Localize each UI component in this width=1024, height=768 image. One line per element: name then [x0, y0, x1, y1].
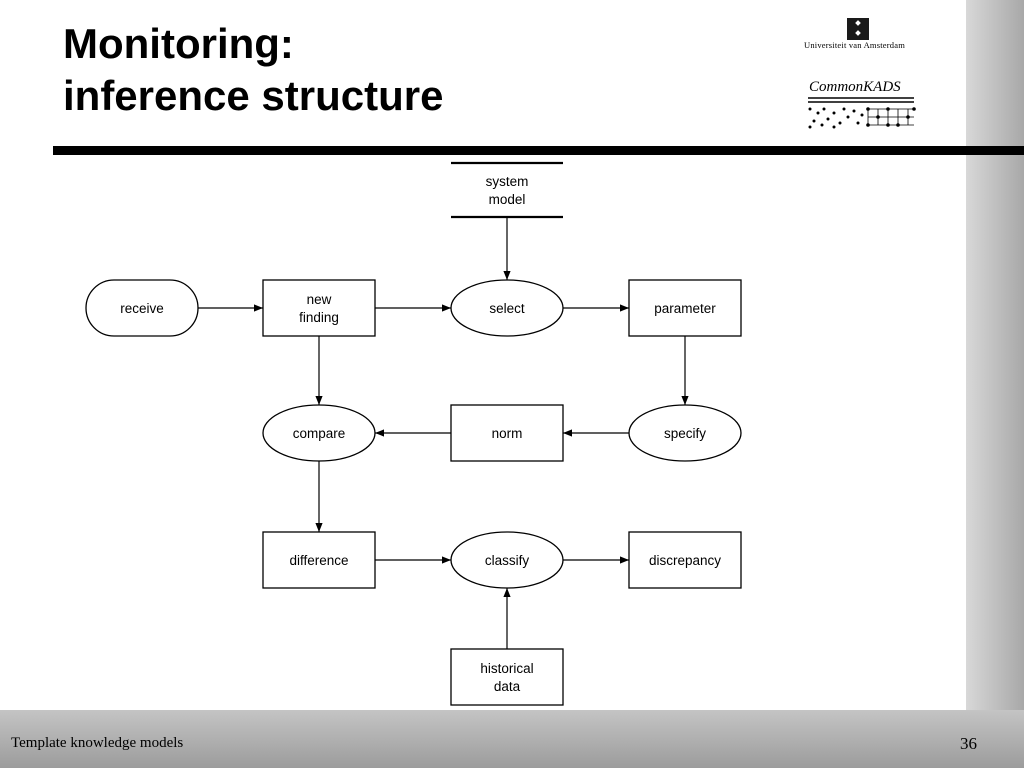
node-parameter: parameter — [628, 279, 742, 337]
node-system-model-label: system — [486, 174, 529, 189]
node-difference-label: difference — [289, 553, 348, 568]
node-select: select — [450, 279, 564, 337]
node-receive-label: receive — [120, 301, 164, 316]
footer-bar — [0, 710, 1024, 768]
node-norm: norm — [450, 404, 564, 462]
node-difference: difference — [262, 531, 376, 589]
node-compare: compare — [262, 404, 376, 462]
node-select-label: select — [489, 301, 525, 316]
node-historical-data-label: data — [494, 679, 521, 694]
node-compare-label: compare — [293, 426, 346, 441]
node-historical-data: historical data — [450, 648, 564, 706]
right-decorative-strip — [966, 0, 1024, 768]
node-historical-data-label: historical — [480, 661, 533, 676]
slide-title-line-1: Monitoring: — [63, 20, 294, 67]
slide-title-line-2: inference structure — [63, 72, 444, 119]
node-specify-label: specify — [664, 426, 706, 441]
node-new-finding-label: new — [307, 292, 332, 307]
university-logo-text: Universiteit van Amsterdam — [804, 40, 906, 50]
node-norm-shape — [450, 404, 564, 462]
slide-title: Monitoring: inference structure — [63, 18, 443, 122]
node-discrepancy-label: discrepancy — [649, 553, 721, 568]
node-parameter-shape — [628, 279, 742, 337]
node-discrepancy: discrepancy — [628, 531, 742, 589]
node-classify: classify — [450, 531, 564, 589]
footer-text: Template knowledge models — [11, 735, 184, 751]
node-specify-shape — [628, 404, 742, 462]
node-system-model-shape — [451, 161, 563, 219]
commonkads-logo-icon — [808, 97, 916, 129]
node-receive: receive — [85, 279, 199, 337]
node-compare-shape — [262, 404, 376, 462]
node-specify: specify — [628, 404, 742, 462]
node-new-finding-shape — [262, 279, 376, 337]
commonkads-logo-text: CommonKADS — [809, 79, 901, 95]
page-number: 36 — [960, 734, 977, 753]
node-new-finding-label: finding — [299, 310, 339, 325]
node-parameter-label: parameter — [654, 301, 716, 316]
node-classify-label: classify — [485, 553, 530, 568]
node-system-model: system model — [451, 161, 563, 219]
node-norm-label: norm — [492, 426, 523, 441]
node-receive-shape — [85, 279, 199, 337]
university-crest-icon — [847, 18, 869, 40]
node-difference-shape — [262, 531, 376, 589]
node-system-model-label: model — [489, 192, 526, 207]
node-classify-shape — [450, 531, 564, 589]
title-divider — [53, 146, 1024, 155]
node-select-shape — [450, 279, 564, 337]
node-discrepancy-shape — [628, 531, 742, 589]
node-historical-data-shape — [450, 648, 564, 706]
node-new-finding: new finding — [262, 279, 376, 337]
